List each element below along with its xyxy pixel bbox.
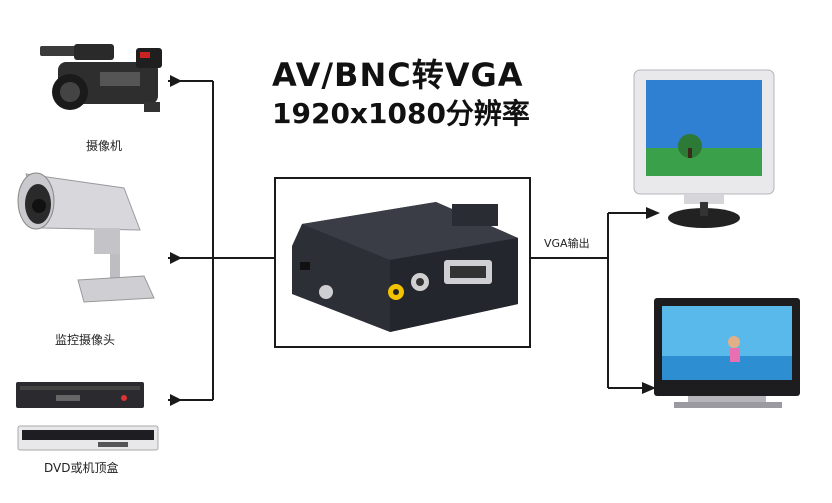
arrow-camcorder-icon — [170, 75, 182, 87]
label-dvd-player: DVD或机顶盒 — [44, 461, 119, 475]
diagram-subtitle: 1920x1080分辨率 — [272, 97, 530, 130]
label-cctv-camera: 监控摄像头 — [55, 333, 116, 347]
input-lines — [168, 80, 274, 401]
camcorder-icon — [40, 44, 162, 112]
arrow-cctv-icon — [170, 252, 182, 264]
av-to-vga-converter-icon — [292, 202, 518, 332]
arrow-dvd-icon — [170, 394, 182, 406]
diagram-title: AV/BNC转VGA — [272, 56, 524, 94]
output-lines — [531, 212, 652, 389]
label-camcorder: 摄像机 — [86, 139, 123, 153]
label-vga-output: VGA输出 — [544, 237, 590, 250]
cctv-camera-icon — [17, 172, 155, 303]
dvd-player-icon — [16, 382, 159, 451]
lcd-tv-icon — [654, 298, 800, 408]
arrow-monitor-icon — [646, 207, 660, 219]
crt-monitor-icon — [633, 69, 775, 228]
arrow-tv-icon — [642, 382, 656, 394]
